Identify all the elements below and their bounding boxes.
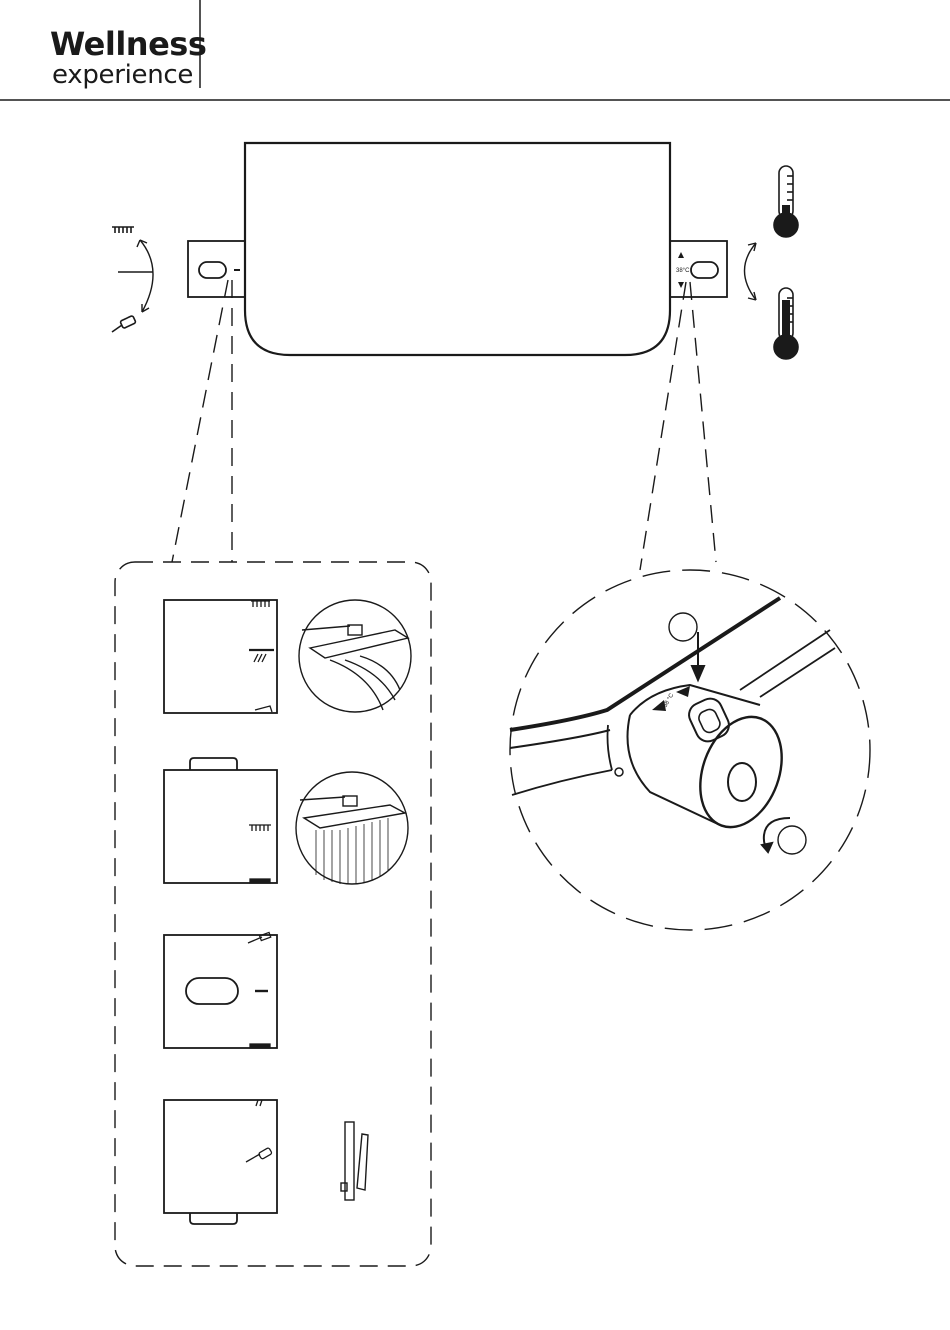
diverter-position-hand <box>164 1100 277 1224</box>
rotate-icon <box>762 818 790 852</box>
rain-shower-icon <box>112 227 134 233</box>
thermometer-cold-icon <box>774 288 798 359</box>
diverter-position-overhead <box>164 758 277 883</box>
temp-label-panel: 38°C <box>676 268 690 274</box>
temp-label-zoom: 38 °C <box>663 692 676 709</box>
thermostat-zoom-callout: 38 °C <box>510 570 870 930</box>
header-divider <box>0 0 950 100</box>
hand-shower-icon <box>112 315 136 332</box>
hand-shower-detail <box>341 1122 368 1200</box>
step-marker-2 <box>778 826 806 854</box>
diverter-position-rain <box>164 600 277 713</box>
waterfall-detail <box>299 600 411 712</box>
rain-head-detail <box>296 772 408 884</box>
temperature-arc <box>745 243 757 300</box>
thermometer-hot-icon <box>774 166 798 237</box>
thermostat-knob <box>691 262 718 278</box>
diverter-knob <box>199 262 226 278</box>
diverter-position-off <box>164 932 277 1048</box>
diverter-arc <box>118 240 153 312</box>
shower-panel: 38°C <box>188 143 727 355</box>
step-marker-1 <box>669 613 697 641</box>
